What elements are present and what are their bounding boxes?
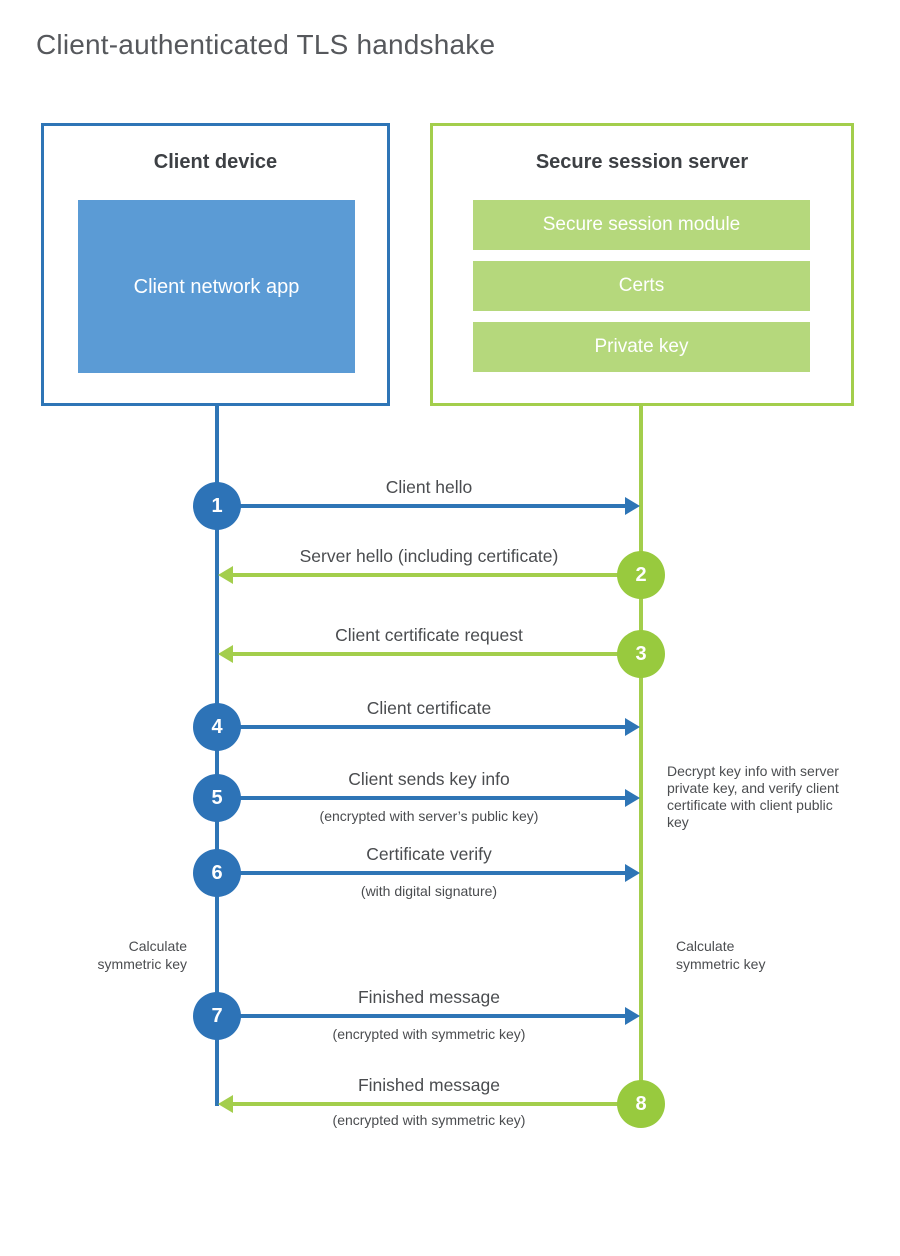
message-label: Client hello — [385, 477, 473, 497]
message-label: Client certificate — [366, 698, 492, 718]
step-circle-4: 4 — [193, 703, 241, 751]
arrow-right-icon — [625, 864, 640, 882]
step-circle-6: 6 — [193, 849, 241, 897]
arrow-left-icon — [218, 645, 233, 663]
arrow-right-icon — [625, 497, 640, 515]
step-circle-2: 2 — [617, 551, 665, 599]
secure-session-server-heading: Secure session server — [535, 151, 749, 173]
message-arrow-line — [233, 1102, 641, 1106]
step-circle-5: 5 — [193, 774, 241, 822]
step-circle-1: 1 — [193, 482, 241, 530]
client-network-app-label: Client network app — [133, 275, 300, 298]
message-label: Finished message — [357, 1075, 501, 1095]
calculate-symmetric-key-note-client: Calculate symmetric key — [97, 938, 187, 972]
arrow-right-icon — [625, 1007, 640, 1025]
step-circle-7: 7 — [193, 992, 241, 1040]
step-circle-8: 8 — [617, 1080, 665, 1128]
arrow-right-icon — [625, 718, 640, 736]
message-arrow-line — [219, 1014, 627, 1018]
message-label: Client certificate request — [335, 625, 523, 645]
message-label: Client sends key info — [348, 769, 510, 789]
page-title: Client-authenticated TLS handshake — [36, 29, 496, 60]
message-label: Certificate verify — [366, 844, 492, 864]
message-arrow-line — [219, 725, 627, 729]
step-circle-3: 3 — [617, 630, 665, 678]
message-arrow-line — [219, 871, 627, 875]
message-label: Finished message — [357, 987, 501, 1007]
message-arrow-line — [233, 652, 641, 656]
message-sublabel: (with digital signature) — [360, 883, 498, 899]
client-lifeline — [215, 404, 219, 1106]
decrypt-key-note: Decrypt key info with server private key… — [667, 763, 839, 830]
calculate-symmetric-key-note-server: Calculate symmetric key — [676, 938, 766, 972]
server-private-key-bar: Private key — [473, 322, 810, 372]
arrow-left-icon — [218, 1095, 233, 1113]
arrow-left-icon — [218, 566, 233, 584]
message-arrow-line — [219, 796, 627, 800]
server-lifeline — [639, 404, 643, 1104]
message-arrow-line — [233, 573, 641, 577]
client-device-heading: Client device — [153, 151, 278, 173]
message-sublabel: (encrypted with symmetric key) — [332, 1026, 526, 1042]
server-certs-bar: Certs — [473, 261, 810, 311]
arrow-right-icon — [625, 789, 640, 807]
client-network-app-box: Client network app — [78, 200, 355, 373]
message-label: Server hello (including certificate) — [299, 546, 559, 566]
message-sublabel: (encrypted with server’s public key) — [319, 808, 539, 824]
server-module-bar: Secure session module — [473, 200, 810, 250]
message-arrow-line — [219, 504, 627, 508]
message-sublabel: (encrypted with symmetric key) — [332, 1112, 526, 1128]
